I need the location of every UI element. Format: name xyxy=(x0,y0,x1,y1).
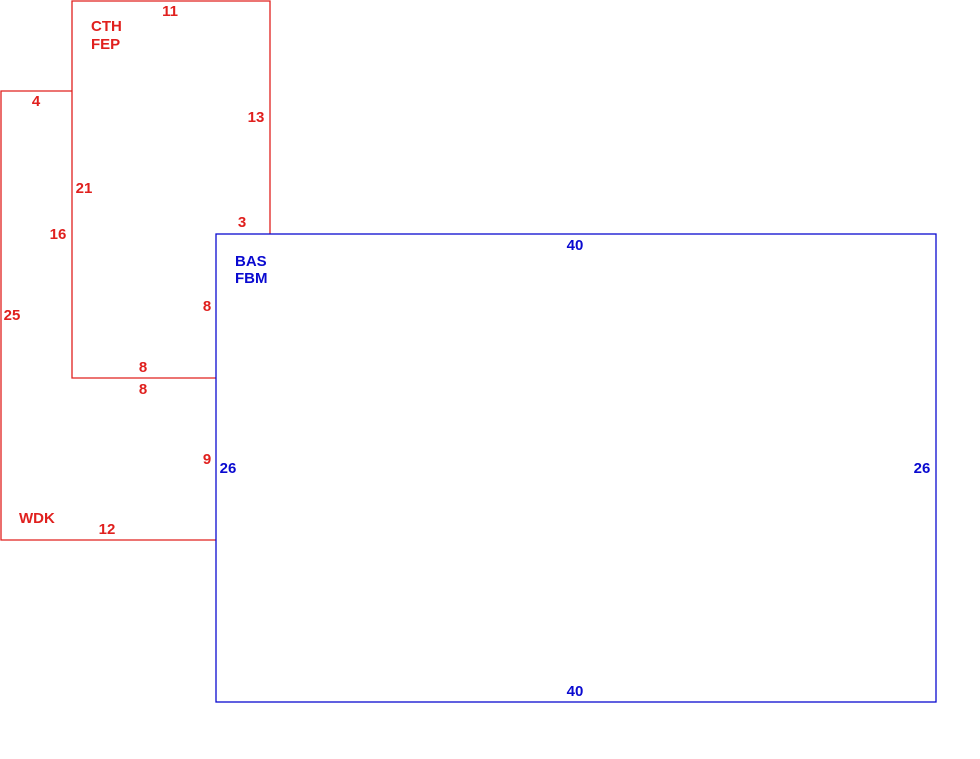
cth-fep-outline xyxy=(71,0,271,379)
wdk-dim-inner-left: 16 xyxy=(50,226,67,243)
bas-fbm-outline xyxy=(215,233,937,703)
cth-dim-left: 21 xyxy=(76,180,93,197)
cth-label: CTH xyxy=(91,18,122,35)
bas-dim-right: 26 xyxy=(914,460,931,477)
wdk-dim-left: 25 xyxy=(4,307,21,324)
cth-dim-notch: 3 xyxy=(238,214,246,231)
cth-dim-right-lower: 8 xyxy=(203,298,211,315)
wdk-outline xyxy=(0,90,216,541)
wdk-dim-bottom: 12 xyxy=(99,521,116,538)
fbm-label: FBM xyxy=(235,270,268,287)
bas-label: BAS xyxy=(235,253,267,270)
bas-dim-left: 26 xyxy=(220,460,237,477)
wdk-dim-top: 4 xyxy=(32,93,41,110)
bas-dim-top: 40 xyxy=(567,237,584,254)
wdk-dim-right-lower: 9 xyxy=(203,451,211,468)
wdk-dim-inner-bottom: 8 xyxy=(139,381,147,398)
wdk-label: WDK xyxy=(19,510,55,527)
bas-dim-bottom: 40 xyxy=(567,683,584,700)
cth-dim-right-upper: 13 xyxy=(248,109,265,126)
cth-dim-bottom: 8 xyxy=(139,359,147,376)
cth-dim-top: 11 xyxy=(162,3,178,20)
fep-label: FEP xyxy=(91,36,120,53)
